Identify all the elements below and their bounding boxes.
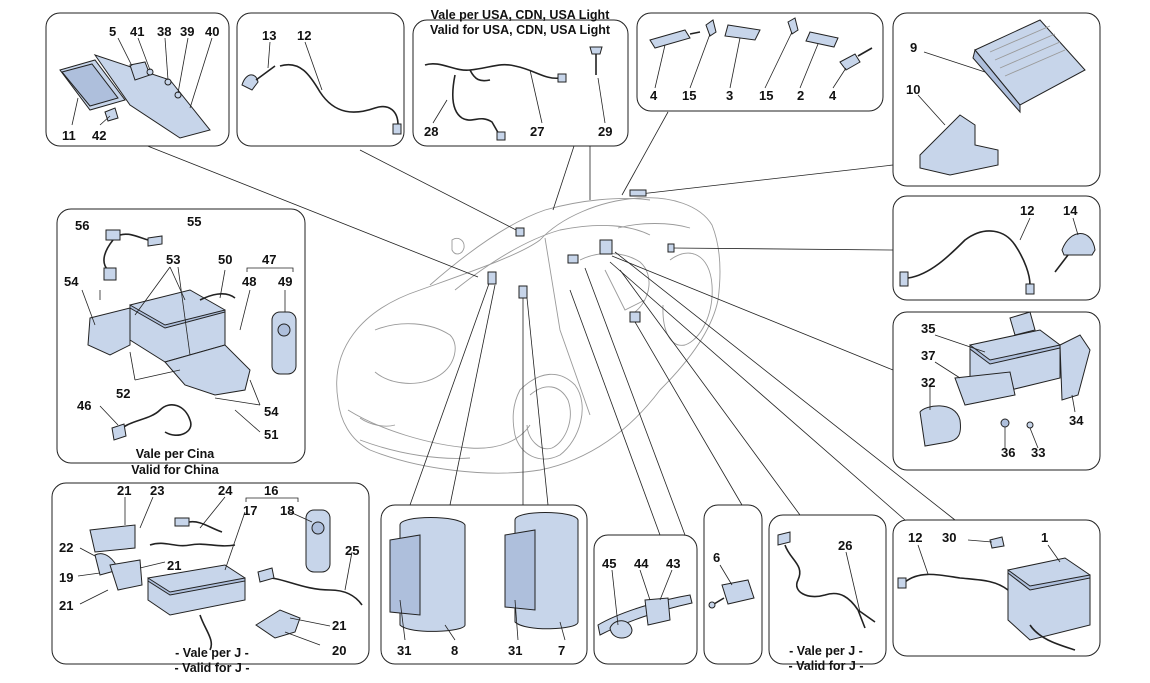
callout: 21 [59,598,73,613]
callout: 15 [759,88,773,103]
callout: 4 [650,88,658,103]
callout: 12 [908,530,922,545]
callout: 42 [92,128,106,143]
callout: 6 [713,550,720,565]
callout: 35 [921,321,935,336]
caption-usa-it: Vale per USA, CDN, USA Light [431,8,611,22]
box-roof-antenna: 12 14 [892,195,1101,301]
callout: 15 [682,88,696,103]
box-china-unit: 56 55 53 50 47 54 48 49 52 54 46 51 Vale… [56,208,306,477]
callout: 4 [829,88,837,103]
callout: 2 [797,88,804,103]
callout: 21 [117,483,131,498]
box-antenna-cable: 13 12 [236,12,405,147]
caption-japan-en-left: - Valid for J - [174,661,249,675]
callout: 48 [242,274,256,289]
callout: 29 [598,124,612,139]
caption-usa-en: Valid for USA, CDN, USA Light [430,23,611,37]
callout: 54 [64,274,79,289]
callout: 16 [264,483,278,498]
callout: 34 [1069,413,1084,428]
box-japan-unit: 21 23 24 16 17 18 22 21 19 21 25 21 20 -… [51,482,370,675]
callout: 50 [218,252,232,267]
callout: 43 [666,556,680,571]
box-speakers: 31 8 31 7 [380,504,588,665]
callout: 13 [262,28,276,43]
callout: 52 [116,386,130,401]
callout: 9 [910,40,917,55]
box-amplifier: 9 10 [892,12,1101,187]
callout: 33 [1031,445,1045,460]
box-telematics-module: 12 30 1 [892,519,1101,657]
callout: 32 [921,375,935,390]
caption-china-it: Vale per Cina [136,447,216,461]
callout: 11 [62,128,76,143]
box-rearview-mirror: 5 41 38 39 40 11 42 [45,12,230,147]
callout: 5 [109,24,116,39]
callout: 39 [180,24,194,39]
callout: 28 [424,124,438,139]
box-gps-antenna: 6 [703,504,763,665]
callout: 47 [262,252,276,267]
callout: 1 [1041,530,1048,545]
callout: 31 [397,643,411,658]
callout: 23 [150,483,164,498]
callout: 22 [59,540,73,555]
caption-japan-it-left: - Vale per J - [175,646,249,660]
callout: 26 [838,538,852,553]
box-usa-harness: Vale per USA, CDN, USA Light Valid for U… [412,8,629,147]
callout: 21 [332,618,346,633]
callout: 10 [906,82,920,97]
callout: 41 [130,24,144,39]
callout: 38 [157,24,171,39]
callout: 53 [166,252,180,267]
callout: 51 [264,427,278,442]
caption-china-en: Valid for China [131,463,220,477]
callout: 20 [332,643,346,658]
callout: 44 [634,556,649,571]
leader-lines [144,111,956,536]
callout: 18 [280,503,294,518]
callout: 3 [726,88,733,103]
callout: 31 [508,643,522,658]
callout: 56 [75,218,89,233]
box-usb-port: 45 44 43 [593,534,698,665]
callout: 21 [167,558,181,573]
callout: 17 [243,503,257,518]
callout: 36 [1001,445,1015,460]
callout: 14 [1063,203,1078,218]
callout: 40 [205,24,219,39]
callout: 8 [451,643,458,658]
callout: 49 [278,274,292,289]
callout: 55 [187,214,201,229]
callout: 25 [345,543,359,558]
callout: 45 [602,556,616,571]
callout: 30 [942,530,956,545]
callout: 27 [530,124,544,139]
box-japan-harness: 26 - Vale per J - - Valid for J - [768,514,887,673]
caption-japan-it-right: - Vale per J - [789,644,863,658]
callout: 46 [77,398,91,413]
callout: 54 [264,404,279,419]
callout: 37 [921,348,935,363]
callout: 7 [558,643,565,658]
box-head-unit: 35 37 32 34 36 33 [892,311,1101,471]
car-outline [336,197,721,474]
callout: 12 [1020,203,1034,218]
callout: 19 [59,570,73,585]
car-component-markers [487,189,675,323]
callout: 24 [218,483,233,498]
callout: 12 [297,28,311,43]
box-sensors: 4 15 3 15 2 4 [636,12,884,112]
caption-japan-en-right: - Valid for J - [788,659,863,673]
